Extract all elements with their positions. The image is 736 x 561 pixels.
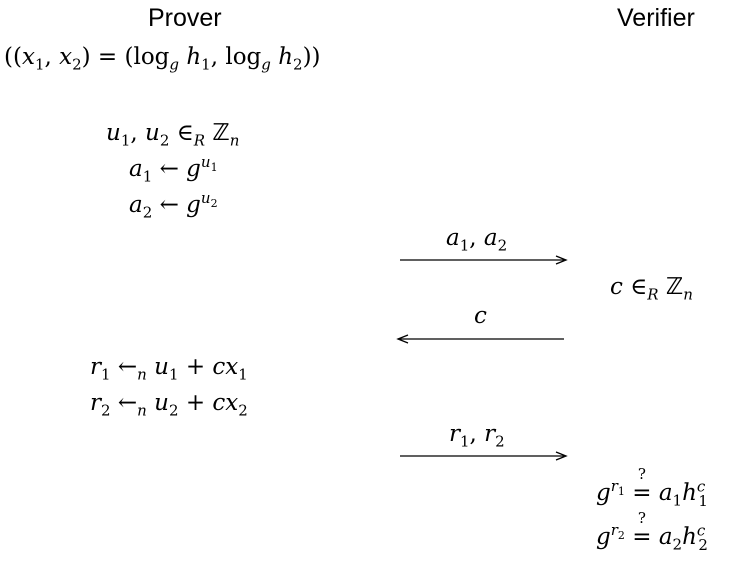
arrow-left-icon	[396, 334, 564, 344]
verifier-header: Verifier	[617, 4, 695, 32]
message-a1-a2-label: a1, a2	[446, 225, 508, 255]
random-challenge: c ∈R ℤn	[610, 274, 693, 304]
verify-equation-1: gr1 ?= a1hc1	[596, 465, 708, 510]
r2-response: r2 ←n u2 + cx2	[90, 390, 248, 420]
arrow-right-icon	[400, 451, 568, 461]
secret-statement: ((x1, x2) = (logg h1, logg h2))	[4, 44, 321, 74]
a2-assignment: a2 ← gu2	[129, 189, 218, 222]
verify-equation-2: gr2 ?= a2hc2	[596, 509, 708, 554]
random-u-commit: u1, u2 ∈R ℤn	[106, 120, 240, 150]
r1-response: r1 ←n u1 + cx1	[90, 354, 248, 384]
a1-assignment: a1 ← gu1	[129, 153, 218, 186]
message-c-label: c	[474, 303, 487, 329]
message-r1-r2-label: r1, r2	[449, 421, 505, 451]
prover-header: Prover	[148, 4, 222, 32]
arrow-right-icon	[400, 255, 568, 265]
